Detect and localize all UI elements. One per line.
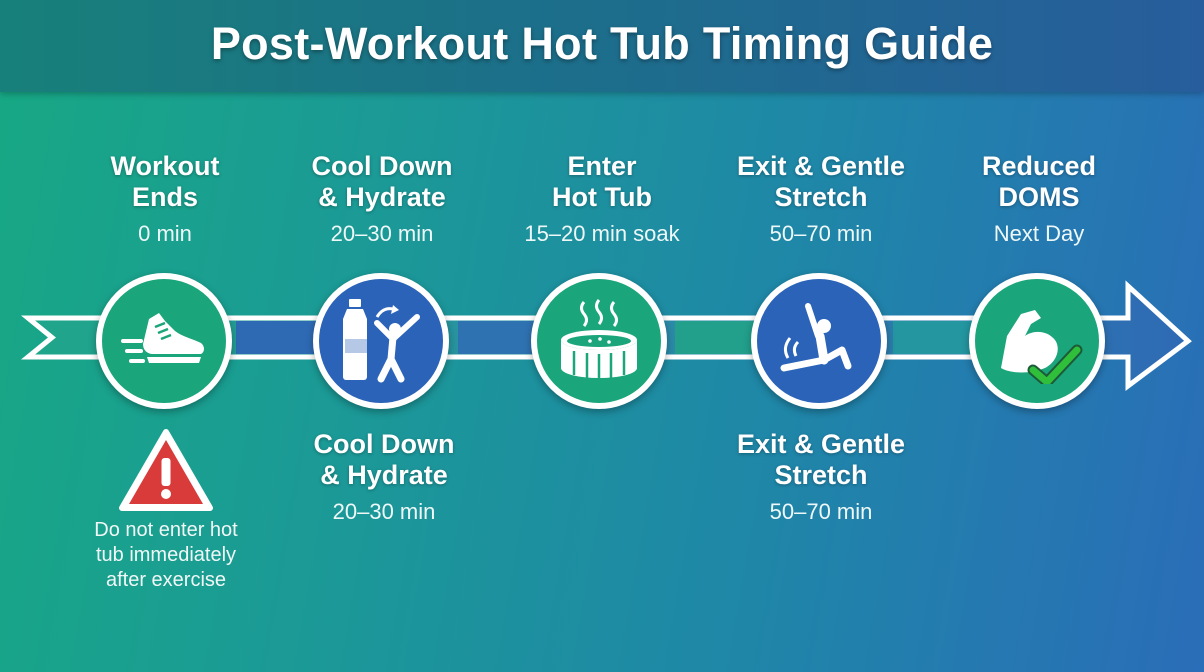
band-segment-blue-2	[458, 321, 538, 354]
warning-triangle-icon	[119, 429, 213, 511]
band-segment-blue-1	[236, 321, 316, 354]
band-segment-green-1	[675, 321, 755, 354]
step-cool-down: Cool Down& Hydrate 20–30 min	[272, 151, 492, 247]
step-circle-hot-tub	[531, 273, 667, 409]
step-time: 20–30 min	[332, 499, 436, 524]
hot-tub-icon	[561, 299, 637, 379]
warning-text: Do not enter hot tub immediately after e…	[94, 519, 238, 591]
seated-stretch-icon	[780, 303, 852, 372]
step-time: 15–20 min soak	[524, 221, 680, 246]
warning-box: Do not enter hot tub immediately after e…	[74, 428, 258, 593]
step-title: Cool Down& Hydrate	[313, 429, 455, 490]
page-title: Post-Workout Hot Tub Timing Guide	[210, 18, 994, 69]
repeated-label-cool-down: Cool Down& Hydrate 20–30 min	[274, 429, 494, 525]
step-circle-workout	[96, 273, 232, 409]
step-time: 50–70 min	[769, 499, 873, 524]
step-circle-cool-down	[313, 273, 449, 409]
title-bar: Post-Workout Hot Tub Timing Guide	[0, 0, 1204, 92]
band-segment-green-2	[893, 321, 973, 354]
step-title: Cool Down& Hydrate	[311, 151, 453, 212]
step-time: 50–70 min	[769, 221, 873, 246]
step-circle-exit-stretch	[751, 273, 887, 409]
step-time: 0 min	[138, 221, 192, 246]
step-time: 20–30 min	[330, 221, 434, 246]
flexed-arm-check-icon	[1001, 310, 1083, 384]
step-time: Next Day	[993, 221, 1085, 246]
water-bottle-stretch-icon	[343, 299, 420, 383]
running-shoe-icon	[121, 313, 204, 363]
step-circle-reduced-doms	[969, 273, 1105, 409]
